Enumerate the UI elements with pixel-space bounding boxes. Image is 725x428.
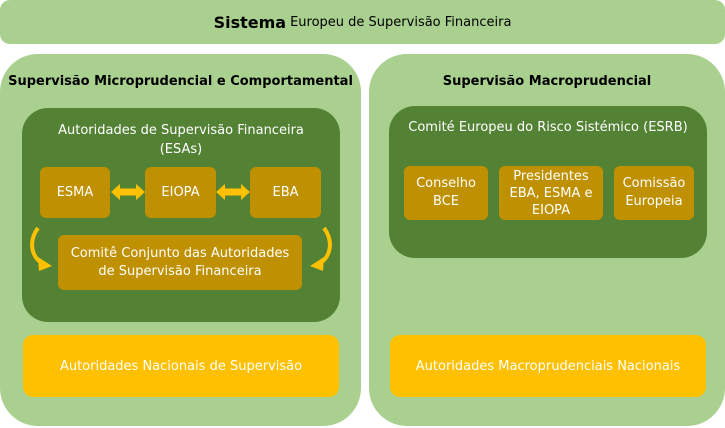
eiopa-eba-arrow bbox=[216, 184, 250, 200]
national-supervision-box: Autoridades Nacionais de Supervisão bbox=[23, 335, 339, 397]
eba-box: EBA bbox=[250, 167, 321, 218]
header-title-rest: Europeu de Supervisão Financeira bbox=[290, 14, 512, 30]
ecb-council-line1: Conselho bbox=[416, 176, 476, 191]
joint-committee-line1: Comitê Conjunto das Autoridades bbox=[70, 245, 290, 261]
european-commission-line1: Comissão bbox=[622, 176, 686, 191]
european-commission-line2: Europeia bbox=[625, 194, 683, 209]
esma-eiopa-arrow bbox=[111, 184, 145, 200]
esas-title-line2: (ESAs) bbox=[159, 142, 203, 157]
macro-supervision-title: Supervisão Macroprudencial bbox=[442, 74, 652, 89]
presidents-line2: EBA, ESMA e bbox=[509, 185, 593, 201]
european-commission-box: Comissão Europeia bbox=[614, 166, 694, 220]
eiopa-box: EIOPA bbox=[145, 167, 216, 218]
micro-supervision-title: Supervisão Microprudencial e Comportamen… bbox=[8, 74, 353, 89]
curved-arrow-right bbox=[310, 226, 332, 271]
joint-committee-box: Comitê Conjunto das Autoridades de Super… bbox=[58, 235, 302, 290]
ecb-council-line2: BCE bbox=[433, 194, 459, 209]
header-title-bold: Sistema bbox=[213, 12, 287, 32]
esma-box: ESMA bbox=[40, 167, 110, 218]
joint-committee-line2: de Supervisão Financeira bbox=[98, 263, 262, 279]
esas-title: Autoridades de Supervisão Financeira (ES… bbox=[22, 121, 340, 159]
esrb-title: Comité Europeu do Risco Sistémico (ESRB) bbox=[408, 120, 688, 135]
presidents-line1: Presidentes bbox=[513, 168, 589, 184]
national-macroprudential-box: Autoridades Macroprudenciais Nacionais bbox=[390, 335, 706, 397]
presidents-box: Presidentes EBA, ESMA e EIOPA bbox=[499, 166, 603, 220]
curved-arrow-left bbox=[30, 226, 52, 271]
esas-title-line1: Autoridades de Supervisão Financeira bbox=[58, 123, 304, 138]
system-header: Sistema Europeu de Supervisão Financeira bbox=[0, 0, 725, 44]
ecb-council-box: Conselho BCE bbox=[404, 166, 488, 220]
presidents-line3: EIOPA bbox=[531, 202, 571, 218]
